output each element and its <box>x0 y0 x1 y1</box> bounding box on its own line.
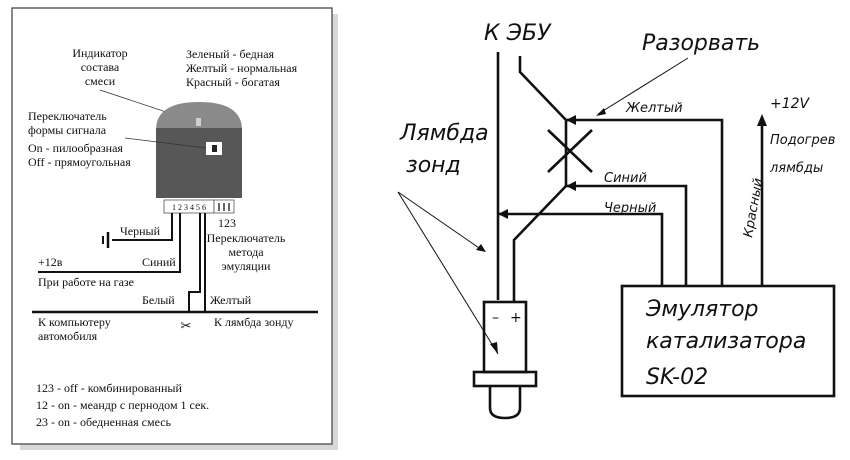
lambda-sensor-tip <box>488 386 522 420</box>
instruction-card: Индикатор состава смеси Зеленый - бедная… <box>0 0 340 455</box>
white-wire-label: Белый <box>142 293 175 307</box>
blue-wire <box>566 184 688 286</box>
lambda-leader-2 <box>397 191 499 355</box>
plus12-label: +12в <box>38 255 63 269</box>
pin-numbers: 1 2 3 4 5 6 <box>172 203 206 212</box>
form-switch-off: Off - прямоугольная <box>28 155 131 169</box>
lambda-arrow-1 <box>476 244 486 252</box>
color-yellow: Желтый - нормальная <box>186 61 298 75</box>
form-switch-leader <box>124 137 207 149</box>
wiring-schematic: К ЭБУ Разорвать Лямбда зонд Желтый +12V … <box>340 0 850 455</box>
device-dome <box>156 102 242 130</box>
device-body <box>156 128 242 198</box>
blue-arrow <box>566 181 576 191</box>
wiring-schematic-drawing: К ЭБУ Разорвать Лямбда зонд Желтый +12V … <box>397 21 836 420</box>
instruction-card-drawing: Индикатор состава смеси Зеленый - бедная… <box>11 7 338 450</box>
color-green: Зеленый - бедная <box>186 47 275 61</box>
sensor-plus: + <box>510 310 522 326</box>
color-red: Красный - богатая <box>186 75 280 89</box>
indicator-led <box>196 118 201 126</box>
gas-label: При работе на газе <box>38 275 134 289</box>
form-switch-label-2: формы сигнала <box>28 123 107 137</box>
lambda-label-1: Лямбда <box>399 121 489 146</box>
form-switch-on: On - пилообразная <box>28 141 123 155</box>
break-arrow <box>596 108 606 116</box>
method-label-2: метода <box>228 245 264 259</box>
blue-wire <box>38 213 181 273</box>
emulator-label-2: катализатора <box>646 329 806 354</box>
blue-wire-label: Синий <box>142 255 176 269</box>
form-switch-knob <box>212 145 217 152</box>
ecu-label: К ЭБУ <box>484 21 552 46</box>
note-2: 12 - on - меандр с пернодом 1 сек. <box>36 398 209 412</box>
heat-label-2: лямбды <box>769 161 823 176</box>
ecu-second-wire <box>518 56 568 186</box>
yellow-wire-label: Желтый <box>625 101 683 116</box>
lambda-plus-wire <box>512 185 567 302</box>
method-number: 123 <box>218 216 236 230</box>
note-1: 123 - off - комбинированный <box>36 381 182 395</box>
black-wire-label: Черный <box>604 201 656 216</box>
heat-label-1: Подогрев <box>770 133 835 148</box>
emulator-box <box>620 284 836 398</box>
black-wire-label: Черный <box>120 224 161 238</box>
sensor-minus: – <box>492 310 499 326</box>
lambda-sensor-nut <box>472 370 538 388</box>
plus12v-arrow <box>757 114 767 126</box>
note-3: 23 - on - обедненная смесь <box>36 415 172 429</box>
computer-label-2: автомобиля <box>38 329 98 343</box>
yellow-arrow <box>566 115 576 125</box>
lambda-arrow-2 <box>490 342 498 354</box>
computer-label-1: К компьютеру <box>38 315 111 329</box>
method-label-3: эмуляции <box>222 259 271 273</box>
indicator-label-2: состава <box>81 60 120 74</box>
indicator-label-3: смеси <box>85 74 116 88</box>
indicator-label-1: Индикатор <box>72 46 127 60</box>
form-switch-label-1: Переключатель <box>28 109 107 123</box>
white-wire <box>188 213 201 312</box>
black-wire <box>498 212 664 286</box>
plus12v-label: +12V <box>770 96 811 112</box>
black-wire <box>112 213 173 241</box>
method-label-1: Переключатель <box>207 231 286 245</box>
break-label: Разорвать <box>642 31 760 56</box>
black-arrow <box>498 209 508 219</box>
cut-scissors-icon: ✂ <box>181 318 192 333</box>
lambda-label-2: зонд <box>406 153 461 178</box>
blue-wire-label: Синий <box>604 171 647 186</box>
break-cross-2 <box>547 129 593 173</box>
emulator-label-3: SK-02 <box>646 365 708 390</box>
yellow-wire-label: Желтый <box>210 293 252 307</box>
yellow-wire <box>566 118 724 286</box>
lambda-label: К лямбда зонду <box>214 315 294 329</box>
break-leader <box>597 57 689 115</box>
emulator-label-1: Эмулятор <box>645 297 759 322</box>
lambda-leader-1 <box>397 191 483 251</box>
